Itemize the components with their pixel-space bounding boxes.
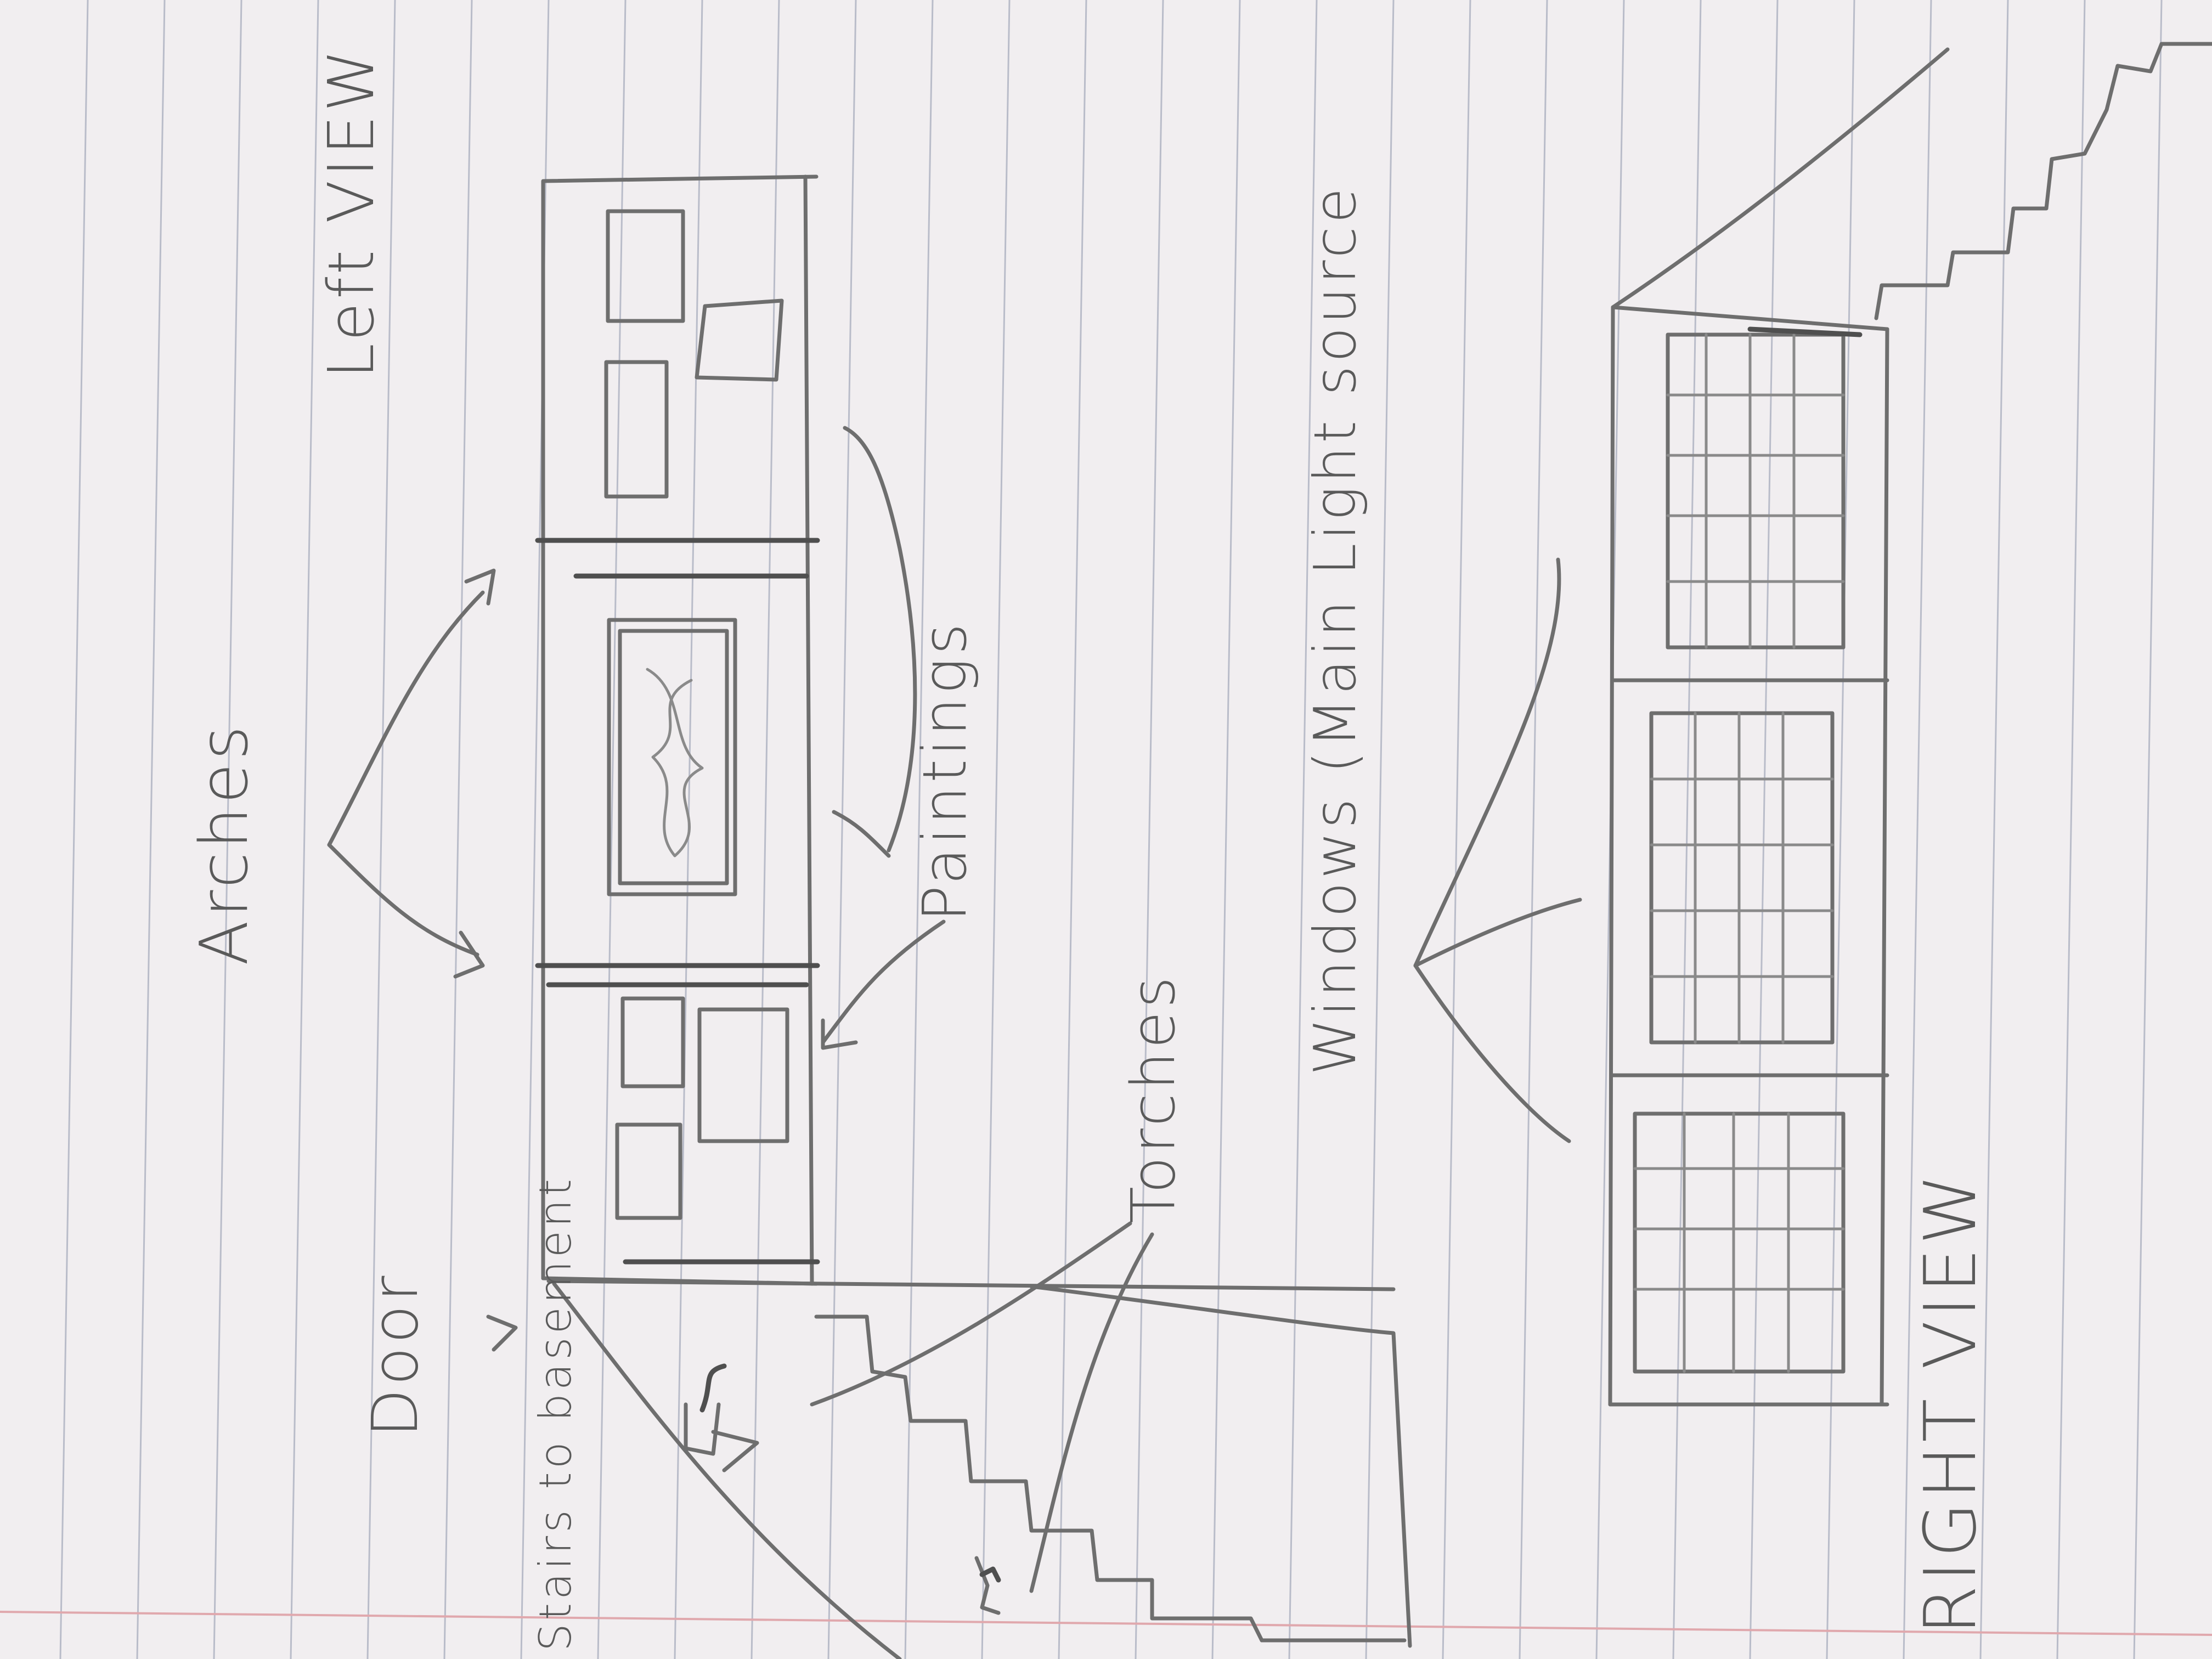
ruled-lines (59, 0, 2163, 1659)
annotation-arrows (327, 426, 1582, 1593)
label-left-view: Left VIEW (315, 46, 388, 379)
margin-line (0, 1611, 2212, 1636)
label-arches: Arches (187, 723, 263, 966)
label-paintings: Paintings (910, 620, 980, 922)
left-view-drawing (535, 174, 1412, 1659)
label-stairs-to-basement: Stairs to basement (530, 1176, 581, 1651)
label-torches: Torches (1118, 973, 1188, 1223)
label-right-view: RIGHT VIEW (1909, 1171, 1992, 1635)
right-view-drawing (1608, 42, 2212, 1407)
label-door: Door (359, 1272, 432, 1437)
label-windows: Windows (Main Light source (1302, 184, 1369, 1075)
